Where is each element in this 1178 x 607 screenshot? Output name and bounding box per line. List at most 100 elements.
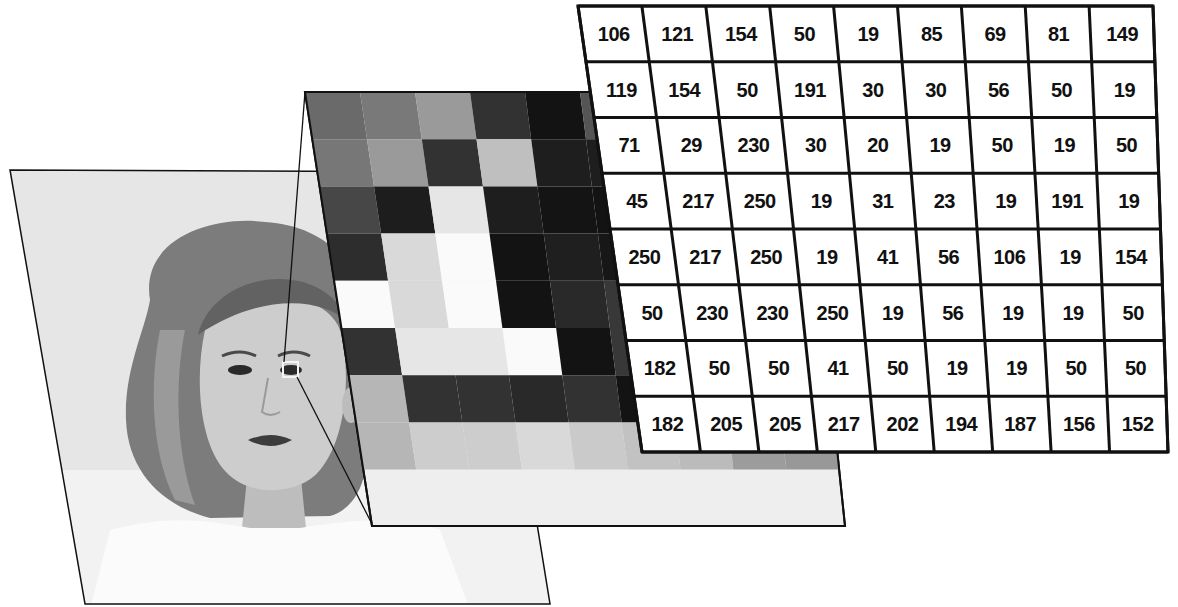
nose xyxy=(262,378,280,415)
pixel-value-cell: 19 xyxy=(929,135,950,156)
grid-line xyxy=(594,116,1157,119)
pixel-value-cell: 50 xyxy=(1123,302,1144,323)
pixel-value-cell: 19 xyxy=(995,191,1016,212)
pixel-value-cell: 182 xyxy=(651,414,683,435)
pixel-block xyxy=(341,328,402,375)
face xyxy=(200,295,346,490)
pixel-value: 56 xyxy=(942,301,963,323)
pixel-value: 81 xyxy=(1048,22,1069,44)
pixel-value: 30 xyxy=(805,134,826,156)
pixel-value-cell: 230 xyxy=(738,135,770,156)
pixel-value-cell: 217 xyxy=(828,414,860,435)
pixel-value: 19 xyxy=(946,357,967,379)
pixel-value-cell: 250 xyxy=(744,191,776,212)
pixel-value: 119 xyxy=(606,78,637,100)
pixel-value-cell: 19 xyxy=(946,358,967,379)
pixel-value-cell: 202 xyxy=(887,414,919,435)
pixel-value: 152 xyxy=(1122,413,1154,435)
pixel-value-cell: 19 xyxy=(882,302,903,323)
pixel-block xyxy=(456,375,516,422)
pixel-value-cell: 191 xyxy=(1051,191,1083,212)
pixel-value: 50 xyxy=(1051,78,1072,100)
pixel-block xyxy=(477,139,538,186)
pixel-block xyxy=(367,139,429,186)
grid-line xyxy=(634,395,1166,398)
grid-line xyxy=(642,451,1168,454)
pixel-value: 154 xyxy=(725,22,757,44)
pixel-value-cell: 50 xyxy=(1125,358,1146,379)
pixel-value: 30 xyxy=(925,78,946,100)
pixel-value: 56 xyxy=(938,245,959,267)
pixel-value: 50 xyxy=(1116,134,1137,156)
pixel-value-cell: 50 xyxy=(794,23,815,44)
pixel-value-cell: 250 xyxy=(817,302,849,323)
pixel-value: 19 xyxy=(816,245,837,267)
pixel-value: 217 xyxy=(682,190,714,212)
pixel-value-cell: 50 xyxy=(1051,79,1072,100)
pixel-value: 19 xyxy=(1060,245,1081,267)
pixel-value: 50 xyxy=(1065,357,1086,379)
pixel-block xyxy=(502,328,562,375)
pixel-value: 191 xyxy=(1051,190,1083,212)
pixel-block xyxy=(395,328,455,375)
pixel-block xyxy=(569,422,628,469)
pixel-value: 85 xyxy=(921,22,942,44)
grid-line xyxy=(602,172,1159,175)
pixel-block xyxy=(525,92,586,139)
pixel-value: 217 xyxy=(689,245,721,267)
grid-line xyxy=(578,5,1153,8)
pixel-value: 19 xyxy=(1054,134,1075,156)
grid-line xyxy=(626,339,1164,342)
pixel-block xyxy=(449,328,509,375)
pixel-value: 50 xyxy=(887,357,908,379)
pixel-value-cell: 50 xyxy=(1065,358,1086,379)
pixel-block xyxy=(429,186,490,233)
pixel-value-cell: 31 xyxy=(872,191,893,212)
pixel-value: 23 xyxy=(934,190,955,212)
pixel-block xyxy=(462,422,522,469)
pixel-block xyxy=(562,375,621,422)
pixel-block xyxy=(556,328,616,375)
pixel-value-cell: 154 xyxy=(668,79,700,100)
pixel-value-cell: 230 xyxy=(756,302,788,323)
pixel-value-cell: 19 xyxy=(1054,135,1075,156)
pixel-value-cell: 50 xyxy=(641,302,662,323)
pixel-value: 250 xyxy=(817,301,849,323)
pixel-value: 205 xyxy=(710,413,742,435)
pixel-value: 230 xyxy=(738,134,770,156)
pixel-value: 19 xyxy=(995,190,1016,212)
pixel-value: 250 xyxy=(750,245,782,267)
pixel-value: 19 xyxy=(929,134,950,156)
pixel-value: 187 xyxy=(1004,413,1036,435)
pixel-value: 230 xyxy=(696,301,728,323)
pixel-value-cell: 187 xyxy=(1004,414,1036,435)
pixel-value-cell: 182 xyxy=(644,358,676,379)
pixel-value-cell: 50 xyxy=(992,135,1013,156)
pixel-value-cell: 50 xyxy=(737,79,758,100)
pixel-value: 50 xyxy=(794,22,815,44)
pixel-value-cell: 50 xyxy=(768,358,789,379)
pixel-block xyxy=(531,139,592,186)
pixel-value-cell: 41 xyxy=(877,246,898,267)
pixel-value: 50 xyxy=(641,301,662,323)
pixel-block xyxy=(334,281,395,328)
pixel-value: 31 xyxy=(872,190,893,212)
pixel-value: 50 xyxy=(1125,357,1146,379)
photo-panel xyxy=(10,170,570,607)
pixel-value-cell: 191 xyxy=(794,79,826,100)
pixel-value: 182 xyxy=(651,413,683,435)
pixel-value: 106 xyxy=(993,245,1025,267)
pixel-value: 191 xyxy=(794,78,826,100)
pixel-block xyxy=(388,281,449,328)
pixel-block xyxy=(435,234,496,281)
eyebrow xyxy=(278,352,310,356)
grid-line xyxy=(610,228,1161,231)
pixel-value-cell: 149 xyxy=(1106,23,1138,44)
pixel-value-cell: 19 xyxy=(1060,246,1081,267)
photo-frame xyxy=(10,170,550,604)
pixel-value: 19 xyxy=(811,190,832,212)
pixel-block xyxy=(305,92,367,139)
eyebrow xyxy=(222,352,256,356)
pixel-value-cell: 154 xyxy=(1115,246,1147,267)
